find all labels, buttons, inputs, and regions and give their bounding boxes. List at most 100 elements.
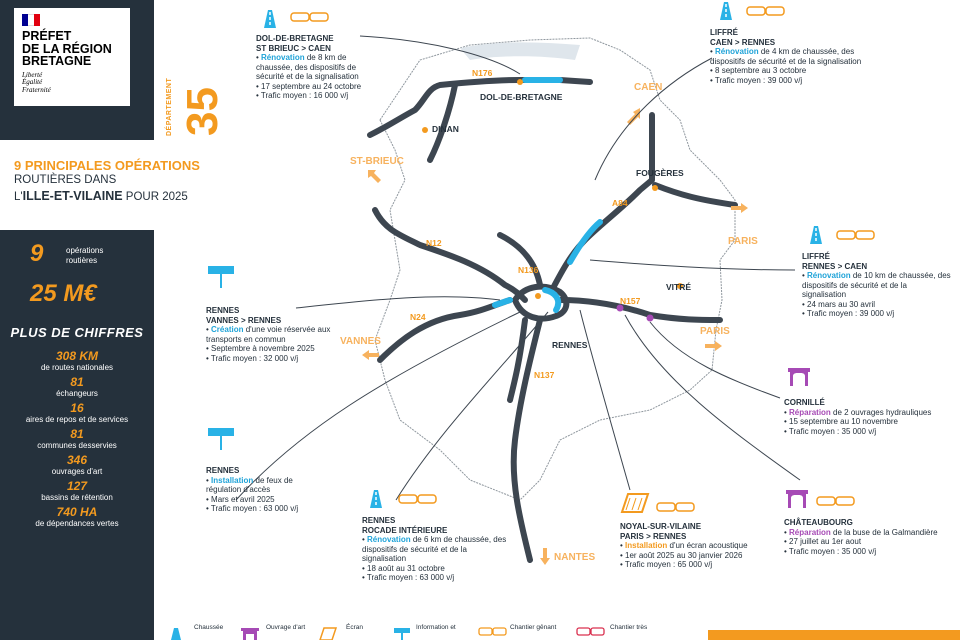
- callout-traffic: • Trafic moyen : 16 000 v/j: [256, 91, 349, 100]
- roadway-icon: [720, 2, 732, 20]
- works-point-cornille: [646, 314, 654, 322]
- figure-label: ouvrages d'art: [51, 467, 103, 476]
- callout-detail: de 6 km de chaussée, des dispositifs de …: [362, 535, 507, 563]
- callout-noyal: NOYAL-SUR-VILAINE PARIS > RENNES • Insta…: [620, 522, 770, 570]
- legend-major-disruption: Chantier très: [610, 624, 648, 631]
- leader-rennes-feux: [235, 311, 521, 501]
- callout-dates-text: Septembre à novembre 2025: [211, 344, 315, 353]
- destination-nantes: NANTES: [554, 552, 596, 563]
- callout-traffic: • Trafic moyen : 35 000 v/j: [784, 426, 877, 436]
- callout-description: • Installation d'un écran acoustique: [620, 541, 748, 550]
- callout-traffic-text: Trafic moyen : 39 000 v/j: [714, 75, 803, 85]
- arrow-nantes-icon: [540, 548, 550, 565]
- title-panel: [0, 140, 154, 230]
- leader-lines: [235, 35, 801, 501]
- operations-count: 9: [30, 240, 44, 267]
- callout-traffic-text: Trafic moyen : 63 000 v/j: [366, 573, 455, 582]
- arrow-paris-1-icon: [731, 203, 748, 213]
- callout-detail: d'une voie réservée aux transports en co…: [206, 325, 331, 344]
- page-title: 9 PRINCIPALES OPÉRATIONS ROUTIÈRES DANS …: [14, 158, 234, 203]
- road-south-west: [507, 317, 528, 403]
- destination-arrows: [362, 108, 748, 565]
- road-n12: [372, 207, 528, 303]
- prefecture-logo: PRÉFET DE LA RÉGION BRETAGNE Liberté Éga…: [14, 8, 130, 106]
- destination-paris-2: PARIS: [700, 326, 730, 337]
- callout-action: Rénovation: [807, 271, 851, 280]
- callout-traffic-text: Trafic moyen : 32 000 v/j: [210, 353, 299, 363]
- legend-minor-disruption: Chantier gênant: [510, 624, 557, 631]
- callout-dates-text: 17 septembre au 24 octobre: [261, 81, 362, 91]
- callout-place: LIFFRÉ: [802, 252, 830, 261]
- road-label-n24: N24: [410, 312, 426, 322]
- callout-rocade: RENNES ROCADE INTÉRIEURE • Rénovation de…: [362, 516, 512, 583]
- callout-traffic-text: Trafic moyen : 65 000 v/j: [624, 560, 713, 569]
- callout-description: • Rénovation de 8 km de chaussée, des di…: [256, 53, 359, 81]
- callout-vannes-rennes: RENNES VANNES > RENNES • Création d'une …: [206, 306, 336, 363]
- callout-dates-text: 1er août 2025 au 30 janvier 2026: [625, 550, 743, 560]
- cars-red-icon: [576, 627, 605, 636]
- motto-line-2: Égalité: [22, 78, 43, 86]
- arrow-paris-2-icon: [705, 341, 722, 351]
- callout-dol: DOL-DE-BRETAGNE ST BRIEUC > CAEN • Rénov…: [256, 34, 380, 101]
- title-line-3: L'ILLE-ET-VILAINE POUR 2025: [14, 189, 234, 203]
- callout-action: Rénovation: [367, 535, 411, 544]
- callout-direction: PARIS > RENNES: [620, 531, 687, 541]
- city-fougeres: FOUGÈRES: [636, 168, 684, 178]
- city-dol: DOL-DE-BRETAGNE: [480, 92, 563, 102]
- callout-traffic: • Trafic moyen : 39 000 v/j: [802, 309, 895, 318]
- cars-orange-icon: [398, 494, 437, 504]
- road-label-n176: N176: [472, 68, 493, 78]
- callout-dates-text: 8 septembre au 3 octobre: [715, 66, 807, 75]
- road-fougeres-east: [652, 182, 738, 208]
- information-icon: [394, 628, 410, 640]
- callout-description: • Réparation de 2 ouvrages hydrauliques: [784, 407, 932, 417]
- callout-detail: de feux de régulation d'accès: [206, 475, 293, 495]
- brand-line-2: DE LA RÉGION: [22, 41, 112, 56]
- callout-dates: • 8 septembre au 3 octobre: [710, 66, 807, 75]
- french-flag-icon: [22, 14, 40, 26]
- callout-place: DOL-DE-BRETAGNE: [256, 34, 334, 43]
- cars-orange-icon: [290, 12, 329, 22]
- operations-count-label: opérations routières: [66, 246, 103, 266]
- legend-roadway: Chaussée: [194, 624, 224, 631]
- road-label-n136: N136: [518, 265, 539, 275]
- callout-dates: • 27 juillet au 1er aout: [784, 537, 862, 546]
- callout-action: Réparation: [789, 527, 831, 537]
- figure-value: 81: [70, 427, 84, 441]
- callout-traffic: • Trafic moyen : 63 000 v/j: [206, 504, 299, 513]
- map-canvas: [235, 35, 801, 565]
- road-label-a84: A84: [612, 198, 628, 208]
- destination-paris-1: PARIS: [728, 236, 758, 247]
- arrow-st-brieuc-icon: [368, 170, 381, 183]
- callout-action: Rénovation: [715, 47, 759, 56]
- roadway-icon: [810, 226, 822, 244]
- callout-direction: RENNES > CAEN: [802, 261, 868, 271]
- callout-action: Installation: [625, 541, 668, 550]
- callout-place: CORNILLÉ: [784, 398, 825, 407]
- motto-line-1: Liberté: [22, 70, 43, 79]
- callout-traffic-text: Trafic moyen : 35 000 v/j: [788, 546, 877, 556]
- road-map: DOL-DE-BRETAGNE DINAN FOUGÈRES VITRÉ REN…: [154, 0, 960, 640]
- cars-orange-icon: [656, 502, 695, 512]
- callout-detail: de 8 km de chaussée, des dispositifs de …: [256, 53, 359, 81]
- title-prefix: L': [14, 191, 23, 203]
- callout-detail: de 4 km de chaussée, des dispositifs de …: [710, 47, 862, 66]
- legend-information: Information et: [416, 624, 456, 631]
- roadway-icon: [370, 490, 382, 508]
- road-network: [367, 77, 738, 563]
- callout-action: Création: [211, 325, 244, 334]
- budget-total: 25 M€: [30, 280, 97, 307]
- figure-label: bassins de rétention: [41, 493, 113, 502]
- callout-description: • Création d'une voie réservée aux trans…: [206, 325, 331, 344]
- callout-action: Réparation: [789, 407, 831, 417]
- arrow-vannes-icon: [362, 350, 379, 360]
- figure-label: de routes nationales: [40, 363, 114, 372]
- callout-chateaubourg: CHÂTEAUBOURG • Réparation de la buse de …: [784, 518, 956, 556]
- arrow-caen-icon: [627, 108, 640, 125]
- city-dinan: DINAN: [432, 124, 459, 134]
- works-segments: [492, 77, 603, 313]
